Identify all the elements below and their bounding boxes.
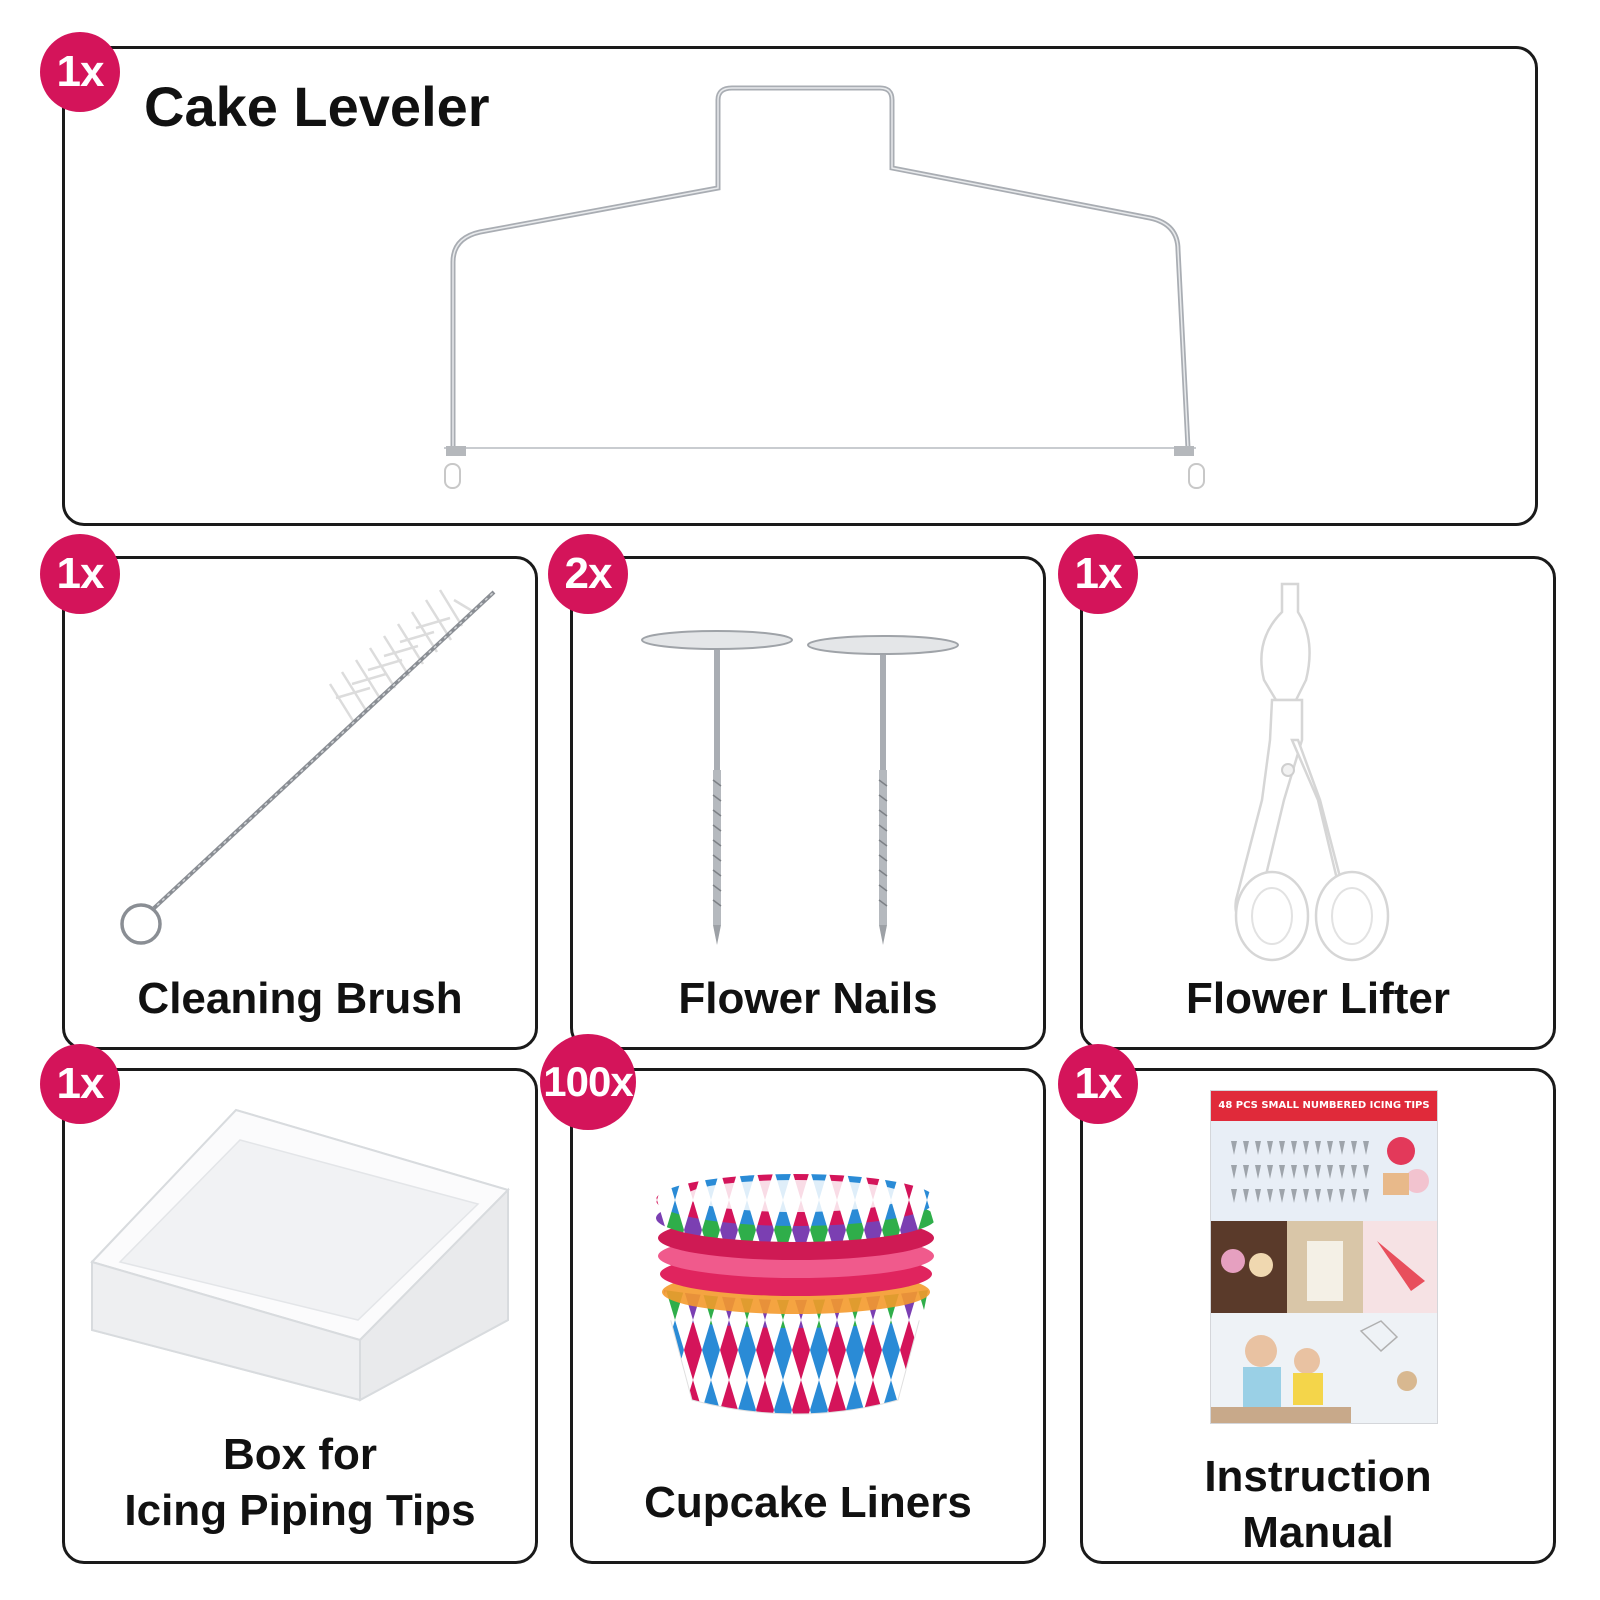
cupcake-liners-quantity-badge: 100x — [540, 1034, 636, 1130]
cleaning-brush-image — [120, 589, 496, 945]
instruction-manual-image: 48 PCS SMALL NUMBERED ICING TIPS — [1210, 1090, 1438, 1424]
cake-leveler-label: Cake Leveler — [144, 75, 490, 138]
manual-tips-illustration — [1211, 1121, 1437, 1221]
cake-leveler-quantity-badge: 1x — [40, 32, 120, 112]
flower-nails-image — [641, 630, 959, 945]
cleaning-brush-quantity-badge: 1x — [40, 534, 120, 614]
box-label-line1: Box for — [223, 1430, 377, 1479]
flower-nails-label: Flower Nails — [678, 974, 938, 1023]
flower-lifter-label: Flower Lifter — [1185, 974, 1451, 1023]
manual-cover-title: 48 PCS SMALL NUMBERED ICING TIPS — [1211, 1091, 1437, 1121]
cupcake-liners-image — [656, 1174, 936, 1415]
box-image — [90, 1108, 510, 1402]
manual-photos-illustration — [1211, 1221, 1437, 1423]
cleaning-brush-card — [62, 556, 538, 1050]
cleaning-brush-label: Cleaning Brush — [137, 974, 463, 1023]
cupcake-liners-label: Cupcake Liners — [644, 1478, 972, 1527]
flower-lifter-quantity-badge: 1x — [1058, 534, 1138, 614]
cake-leveler-card — [62, 46, 1538, 526]
instruction-manual-quantity-badge: 1x — [1058, 1044, 1138, 1124]
flower-nails-quantity-badge: 2x — [548, 534, 628, 614]
instruction-manual-label-line2: Manual — [1242, 1508, 1394, 1557]
cake-leveler-image — [444, 85, 1205, 489]
instruction-manual-label-line1: Instruction — [1204, 1452, 1432, 1501]
box-quantity-badge: 1x — [40, 1044, 120, 1124]
flower-lifter-image — [1234, 582, 1390, 962]
box-label-line2: Icing Piping Tips — [124, 1486, 476, 1535]
